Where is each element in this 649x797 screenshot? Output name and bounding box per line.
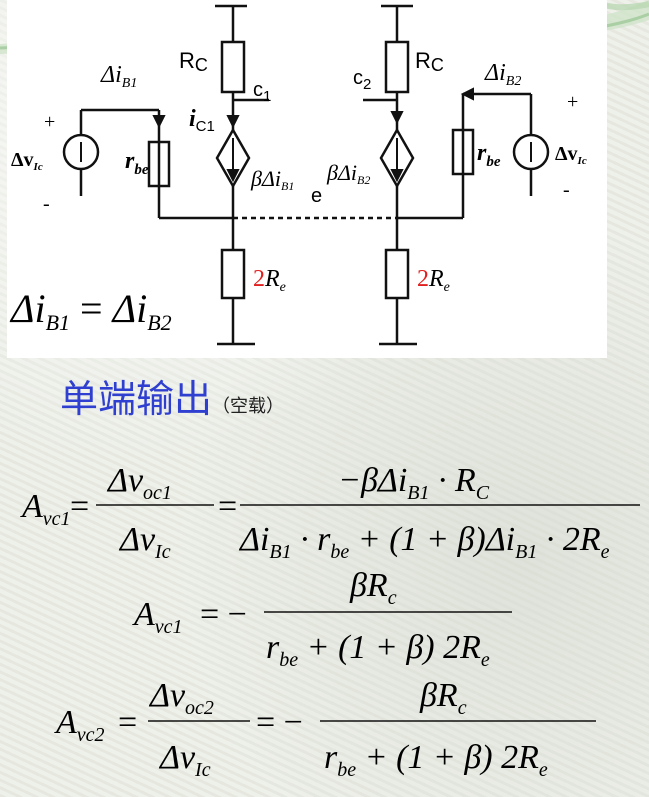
label-re-right: 2Re [417,266,450,295]
label-ic1: iC1 [189,106,215,135]
label-c1: c1 [253,79,271,105]
label-plus-right: + [567,91,578,113]
formula-avc1-full: Avc1 = Δvoc1 ΔvIc = −βΔiB1 · RC ΔiB1 · r… [20,462,610,563]
circuit-diagram-panel: ΔiB1 + ΔvIc - rbe RC c1 iC1 βΔiB1 e 2Re … [7,0,607,358]
label-rc-right: RC [415,48,444,75]
label-minus-left: - [43,193,50,215]
label-delta-ib1: ΔiB1 [100,62,137,91]
svg-text:=: = [218,488,237,525]
svg-text:=: = [118,704,137,741]
label-c2: c2 [353,67,371,93]
rc-right-resistor [384,40,410,94]
svg-text:Δvoc1: Δvoc1 [106,462,172,504]
svg-text:βRc: βRc [349,567,397,609]
svg-text:Avc2: Avc2 [54,704,105,746]
gain-formulas: Avc1 = Δvoc1 ΔvIc = −βΔiB1 · RC ΔiB1 · r… [20,462,640,781]
label-rbe-left: rbe [125,148,149,178]
formula-avc1-simplified: Avc1 = − βRc rbe + (1 + β) 2Re [132,567,490,671]
label-beta-ib1: βΔiB1 [250,166,294,193]
rbe-left-resistor [147,140,171,188]
svg-text:= −: = − [256,704,303,741]
svg-text:Avc1: Avc1 [132,596,183,638]
label-minus-right: - [563,179,570,201]
rbe-right-resistor [451,128,475,176]
label-delta-ib2: ΔiB2 [484,60,521,89]
ic1-arrow-icon [226,115,240,129]
svg-text:rbe + (1 + β) 2Re: rbe + (1 + β) 2Re [324,739,548,781]
svg-text:=: = [70,488,89,525]
label-rbe-right: rbe [477,140,501,170]
svg-text:Avc1: Avc1 [20,488,71,530]
rc-left-resistor [220,40,246,94]
heading-no-load-note: （空载） [212,396,285,417]
heading-single-ended-output: 单端输出 [60,377,213,421]
re-right-resistor [384,248,410,300]
section-heading: 单端输出（空载） [60,368,285,421]
svg-text:ΔvIc: ΔvIc [118,521,171,563]
label-plus-left: + [44,111,55,133]
svg-text:= −: = − [200,596,247,633]
re-left-resistor [220,248,246,300]
ib2-arrow-icon [460,87,474,101]
svg-text:ΔiB1 · rbe + (1 + β)ΔiB1 · 2Re: ΔiB1 · rbe + (1 + β)ΔiB1 · 2Re [238,521,610,563]
svg-text:βRc: βRc [419,677,467,719]
svg-text:rbe + (1 + β) 2Re: rbe + (1 + β) 2Re [266,629,490,671]
label-delta-v-right: ΔvIc [555,143,587,167]
label-delta-v-left: ΔvIc [11,149,43,173]
differential-amplifier-circuit: ΔiB1 + ΔvIc - rbe RC c1 iC1 βΔiB1 e 2Re … [9,4,587,346]
label-node-e: e [311,185,322,207]
label-beta-ib2: βΔiB2 [326,160,370,187]
label-rc-left: RC [179,48,208,75]
svg-text:ΔvIc: ΔvIc [158,739,211,781]
svg-text:Δvoc2: Δvoc2 [148,677,214,719]
ib1-arrow-icon [152,115,166,129]
formula-avc2: Avc2 = Δvoc2 ΔvIc = − βRc rbe + (1 + β) … [54,677,548,781]
svg-text:−βΔiB1 · RC: −βΔiB1 · RC [338,462,490,504]
equal-base-currents-equation: ΔiB1 = ΔiB2 [9,286,172,335]
label-re-left: 2Re [253,266,286,295]
